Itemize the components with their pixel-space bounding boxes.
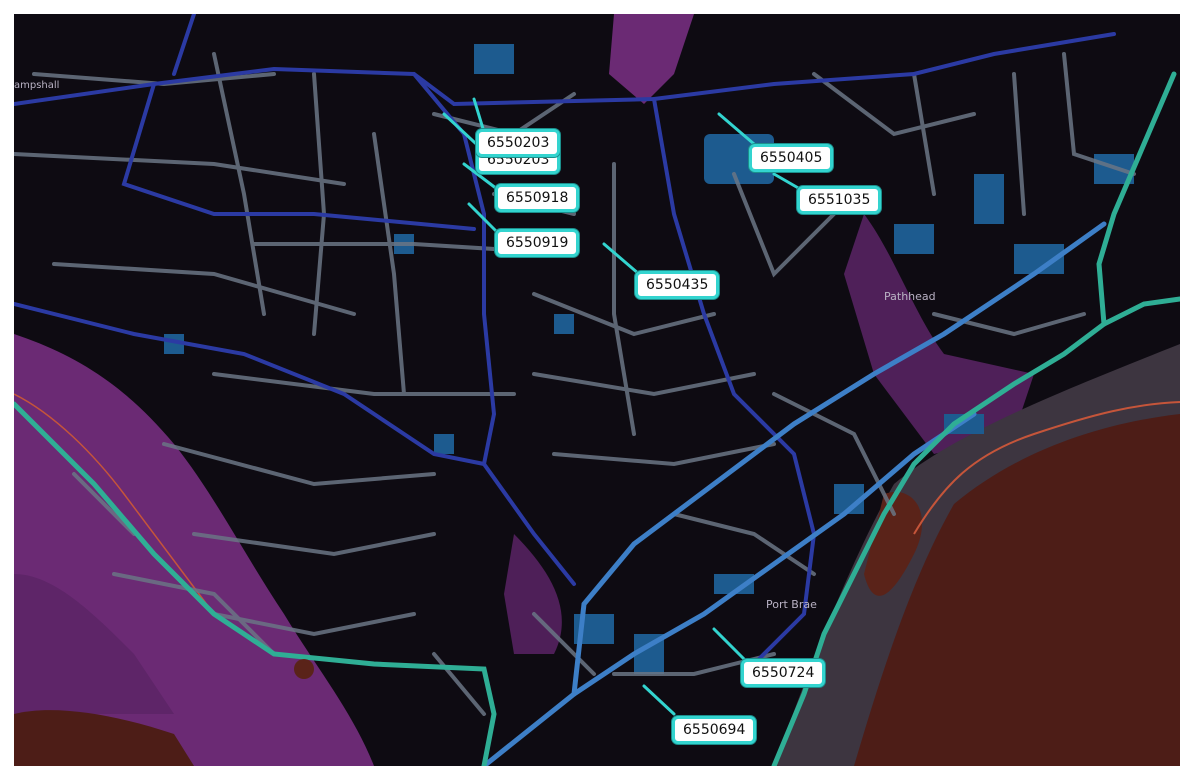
callout-6550918[interactable]: 6550918 bbox=[495, 184, 580, 212]
main-roads bbox=[14, 14, 1116, 666]
coastline bbox=[913, 401, 1180, 535]
secondary-roads bbox=[481, 221, 1107, 766]
map-svg bbox=[14, 14, 1180, 766]
place-label-portbrae: Port Brae bbox=[766, 598, 817, 611]
callout-6550919[interactable]: 6550919 bbox=[495, 229, 580, 257]
coastal-paths bbox=[14, 71, 1180, 766]
callout-6551035[interactable]: 6551035 bbox=[797, 186, 882, 214]
callout-6550435[interactable]: 6550435 bbox=[635, 271, 720, 299]
land-area-mid bbox=[504, 534, 562, 654]
land-area-north bbox=[609, 14, 694, 104]
callout-6550203[interactable]: 6550203 bbox=[476, 129, 561, 157]
land-area-east bbox=[844, 214, 1034, 454]
land-area-southwest bbox=[14, 574, 174, 714]
estuary bbox=[864, 492, 923, 596]
coastline-west bbox=[14, 393, 215, 615]
place-label-west: ampshall bbox=[14, 80, 60, 91]
place-label-pathhead: Pathhead bbox=[884, 290, 936, 303]
map-canvas[interactable]: Pathhead Port Brae ampshall 6550203 6550… bbox=[14, 14, 1180, 766]
callout-6550405[interactable]: 6550405 bbox=[749, 144, 834, 172]
callout-6550694[interactable]: 6550694 bbox=[672, 716, 757, 744]
callout-leaders bbox=[442, 97, 802, 716]
sea bbox=[854, 414, 1180, 766]
sea-southwest bbox=[14, 710, 194, 766]
pond bbox=[294, 659, 314, 679]
street-network bbox=[14, 52, 1136, 716]
callout-6550724[interactable]: 6550724 bbox=[741, 659, 826, 687]
